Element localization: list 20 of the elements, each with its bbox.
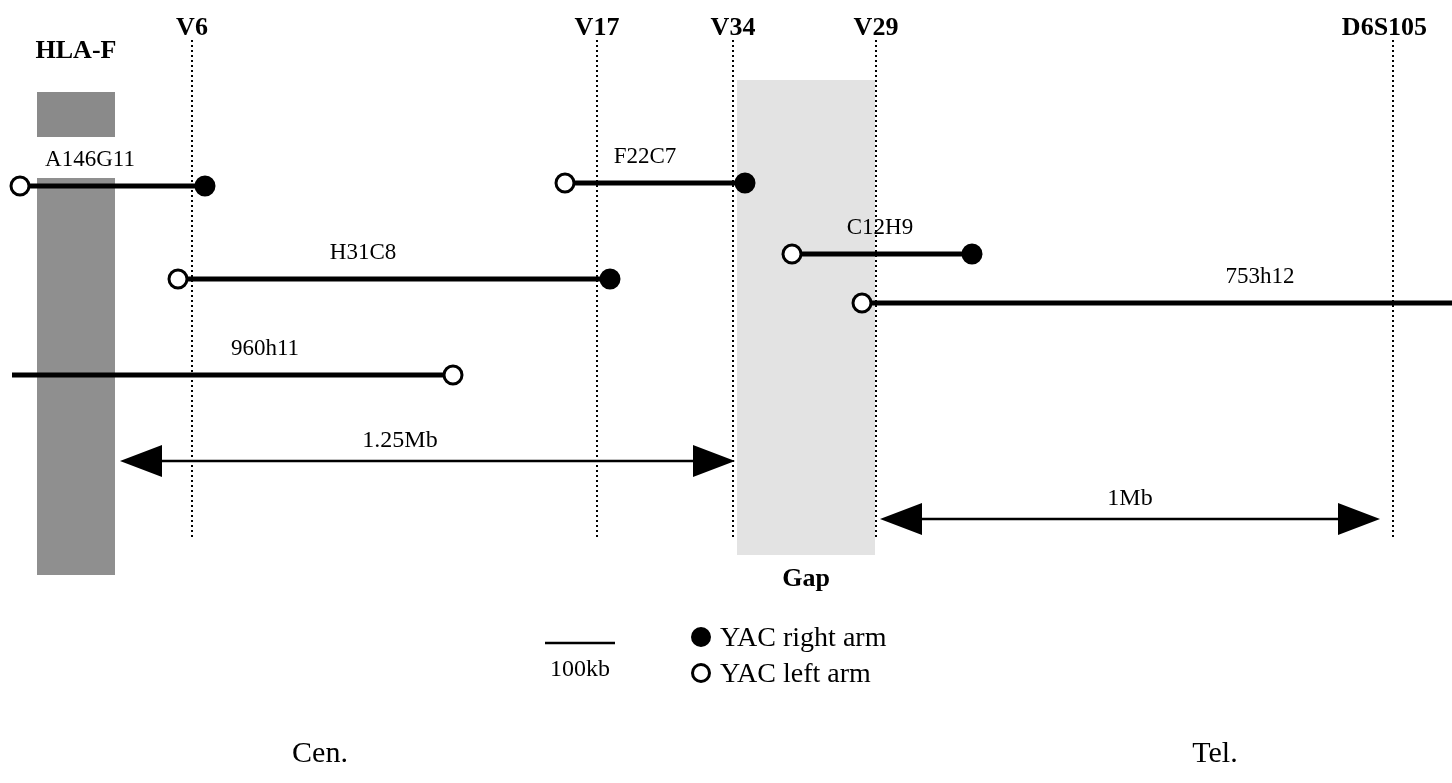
marker-label: D6S105 [1341, 12, 1428, 42]
band-label: Gap [782, 563, 830, 593]
clone-label: H31C8 [329, 239, 397, 265]
legend-label: YAC right arm [720, 621, 887, 653]
marker-label: V34 [710, 12, 756, 42]
clone-label: 960h11 [230, 335, 300, 361]
end-label: Tel. [1192, 735, 1238, 769]
clone-label: 753h12 [1225, 263, 1295, 289]
marker-label: V6 [176, 12, 208, 42]
clone-label: A146G11 [45, 146, 135, 172]
scale-label: 100kb [550, 655, 610, 682]
marker-label: V29 [853, 12, 899, 42]
clone-label: C12H9 [846, 214, 914, 240]
band-label: HLA-F [35, 35, 117, 65]
dimension-label: 1Mb [1107, 484, 1153, 511]
marker-label: V17 [574, 12, 620, 42]
clone-label: F22C7 [613, 143, 677, 169]
legend-label: YAC left arm [720, 657, 871, 689]
end-label: Cen. [292, 735, 348, 769]
dimension-label: 1.25Mb [362, 426, 438, 453]
